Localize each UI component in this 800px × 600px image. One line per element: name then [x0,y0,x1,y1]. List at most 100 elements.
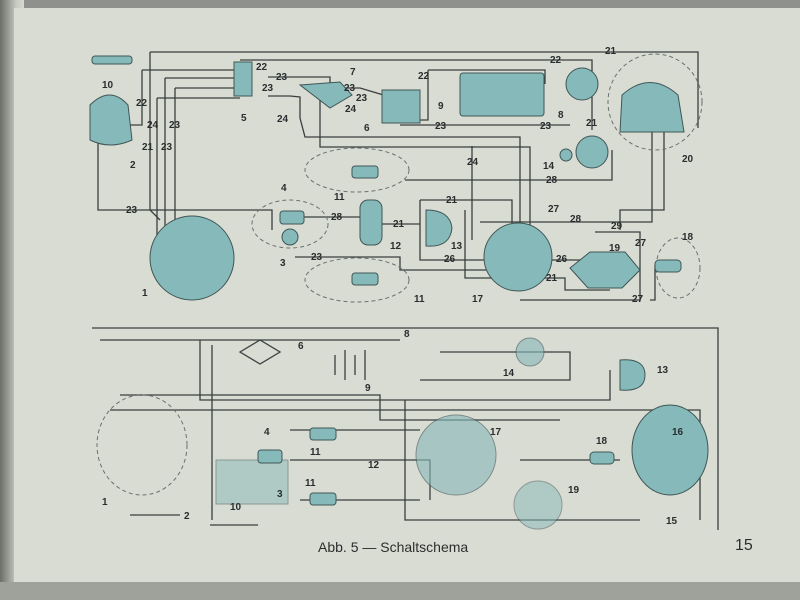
stamp [215,459,289,505]
switch-12 [359,199,383,246]
label: 15 [666,516,678,527]
spark-plug [91,55,133,65]
label: 12 [368,460,380,471]
switch-7 [298,81,353,109]
wire-label: 27 [635,238,647,249]
turn-signal-rear [351,272,379,286]
wire-label: 22 [418,71,430,82]
wire-label: 21 [546,273,558,284]
wire-label: 22 [256,62,268,73]
wire-label: 23 [344,83,356,94]
label: 10 [230,502,242,513]
upper-components [89,55,685,301]
upper-labels: 10 2 1 5 7 6 9 8 14 20 4 3 11 11 12 13 1… [102,46,694,305]
lower-labels: 8 6 9 14 13 17 4 11 12 3 11 16 18 19 15 … [102,329,684,527]
component-4 [279,210,305,225]
wire-label: 24 [277,114,289,125]
wire-label: 24 [467,157,479,168]
lamp-18 [654,259,682,273]
wire-label: 26 [444,254,456,265]
wire-label: 22 [550,55,562,66]
page-number: 15 [735,537,753,554]
lamp-18-lower [589,451,615,465]
label: 9 [365,383,371,394]
table-surface [0,582,800,600]
label: 11 [310,447,321,458]
wire-label: 23 [169,120,181,131]
label: 8 [558,110,564,121]
battery [459,72,545,117]
label: 13 [657,365,669,376]
label: 3 [280,258,286,269]
label: 3 [277,489,283,500]
label: 12 [390,241,402,252]
wire-numbers: 21 22 22 23 23 22 23 23 24 22 24 23 21 2… [126,46,647,305]
label: 1 [102,497,108,508]
turn-signal-lower-front [309,427,337,441]
label: 19 [568,485,580,496]
wire-label: 23 [540,121,552,132]
wire-label: 23 [276,72,288,83]
wire-label: 29 [611,221,623,232]
label: 6 [298,341,304,352]
switch-14-lower [515,337,545,367]
lamp-14 [559,148,573,162]
wire-label: 21 [586,118,598,129]
ignition-coil [89,94,133,146]
wire-label: 23 [435,121,447,132]
label: 18 [596,436,608,447]
wire-label: 28 [570,214,582,225]
label: 1 [142,288,148,299]
label: 4 [281,183,287,194]
taillight-13-lower [619,359,646,391]
component-4-lower [257,449,283,464]
label: 17 [472,294,484,305]
label: 9 [438,101,444,112]
ignition-switch-17-lower [415,414,497,496]
switch-14 [575,135,609,169]
label: 14 [503,368,515,379]
component-3 [281,228,299,246]
wire-label: 28 [546,175,558,186]
label: 16 [672,427,684,438]
wire-label: 21 [446,195,458,206]
label: 19 [609,243,621,254]
wire-label: 23 [356,93,368,104]
label: 8 [404,329,410,340]
label: 17 [490,427,502,438]
regulator [381,89,421,124]
wire-label: 24 [345,104,357,115]
turn-signal-lower-rear [309,492,337,506]
horn-8 [565,67,599,101]
label: 7 [350,67,356,78]
headlamp-20 [619,82,685,133]
label: 11 [414,294,425,305]
wire-label: 23 [161,142,173,153]
label: 4 [264,427,270,438]
label: 2 [130,160,136,171]
label: 10 [102,80,114,91]
upper-wiring [97,51,703,303]
label: 20 [682,154,694,165]
label: 18 [682,232,694,243]
figure-caption: Abb. 5 — Schaltschema [318,539,469,555]
wire-label: 23 [311,252,323,263]
wire-label: 21 [393,219,405,230]
connector-block [233,61,253,97]
lower-wiring [92,327,719,530]
wire-label: 21 [605,46,617,57]
wire-label: 27 [632,294,644,305]
wire-label: 23 [262,83,274,94]
label: 6 [364,123,370,134]
relay-19 [569,251,641,289]
wire-label: 27 [548,204,560,215]
label: 5 [241,113,247,124]
ignition-switch-17 [483,222,553,292]
label: 14 [543,161,555,172]
wire-label: 24 [147,120,159,131]
headlamp-16 [631,404,709,496]
label: 11 [305,478,316,489]
taillight-13 [425,209,453,247]
wire-label: 28 [331,212,343,223]
